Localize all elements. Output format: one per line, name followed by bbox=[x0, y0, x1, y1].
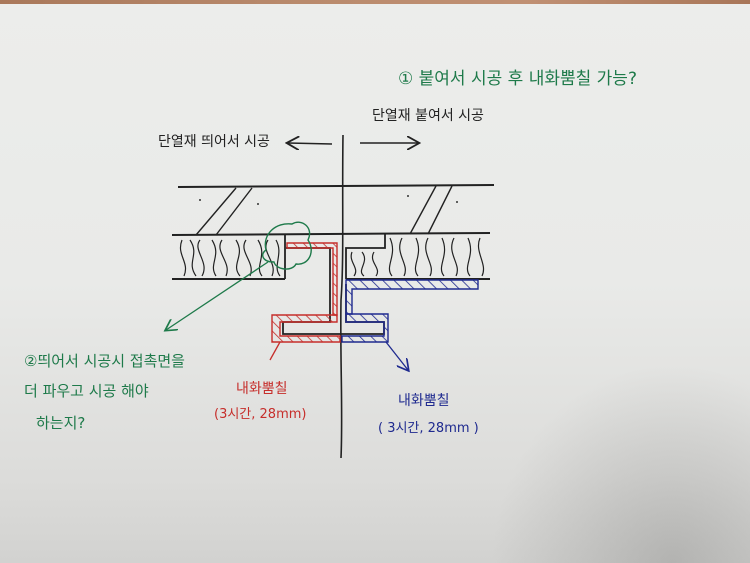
direction-arrows bbox=[288, 143, 418, 144]
question-2-line1: ②띄어서 시공시 접촉면을 bbox=[24, 352, 185, 370]
right-insulation bbox=[345, 234, 490, 280]
table-edge bbox=[0, 0, 750, 4]
left-heading: 단열재 띄어서 시공 bbox=[158, 134, 270, 150]
right-heading: 단열재 붙여서 시공 bbox=[372, 108, 484, 124]
question-1-text: ① 붙여서 시공 후 내화뿜칠 가능? bbox=[398, 69, 637, 89]
shadow bbox=[490, 363, 750, 563]
blue-label-title: 내화뿜칠 bbox=[398, 393, 450, 409]
green-callout bbox=[166, 221, 312, 330]
blue-label-spec: ( 3시간, 28mm ) bbox=[378, 421, 479, 436]
red-label-spec: (3시간, 28mm) bbox=[214, 407, 306, 422]
red-label-title: 내화뿜칠 bbox=[236, 381, 288, 397]
center-divider-line bbox=[339, 134, 344, 459]
concrete-slab bbox=[171, 184, 495, 236]
blue-fireproofing bbox=[341, 279, 479, 370]
question-2-line2: 더 파우고 시공 해야 bbox=[24, 382, 149, 400]
question-2-line3: 하는지? bbox=[36, 414, 85, 432]
left-insulation bbox=[172, 235, 286, 280]
red-fireproofing bbox=[269, 242, 341, 361]
